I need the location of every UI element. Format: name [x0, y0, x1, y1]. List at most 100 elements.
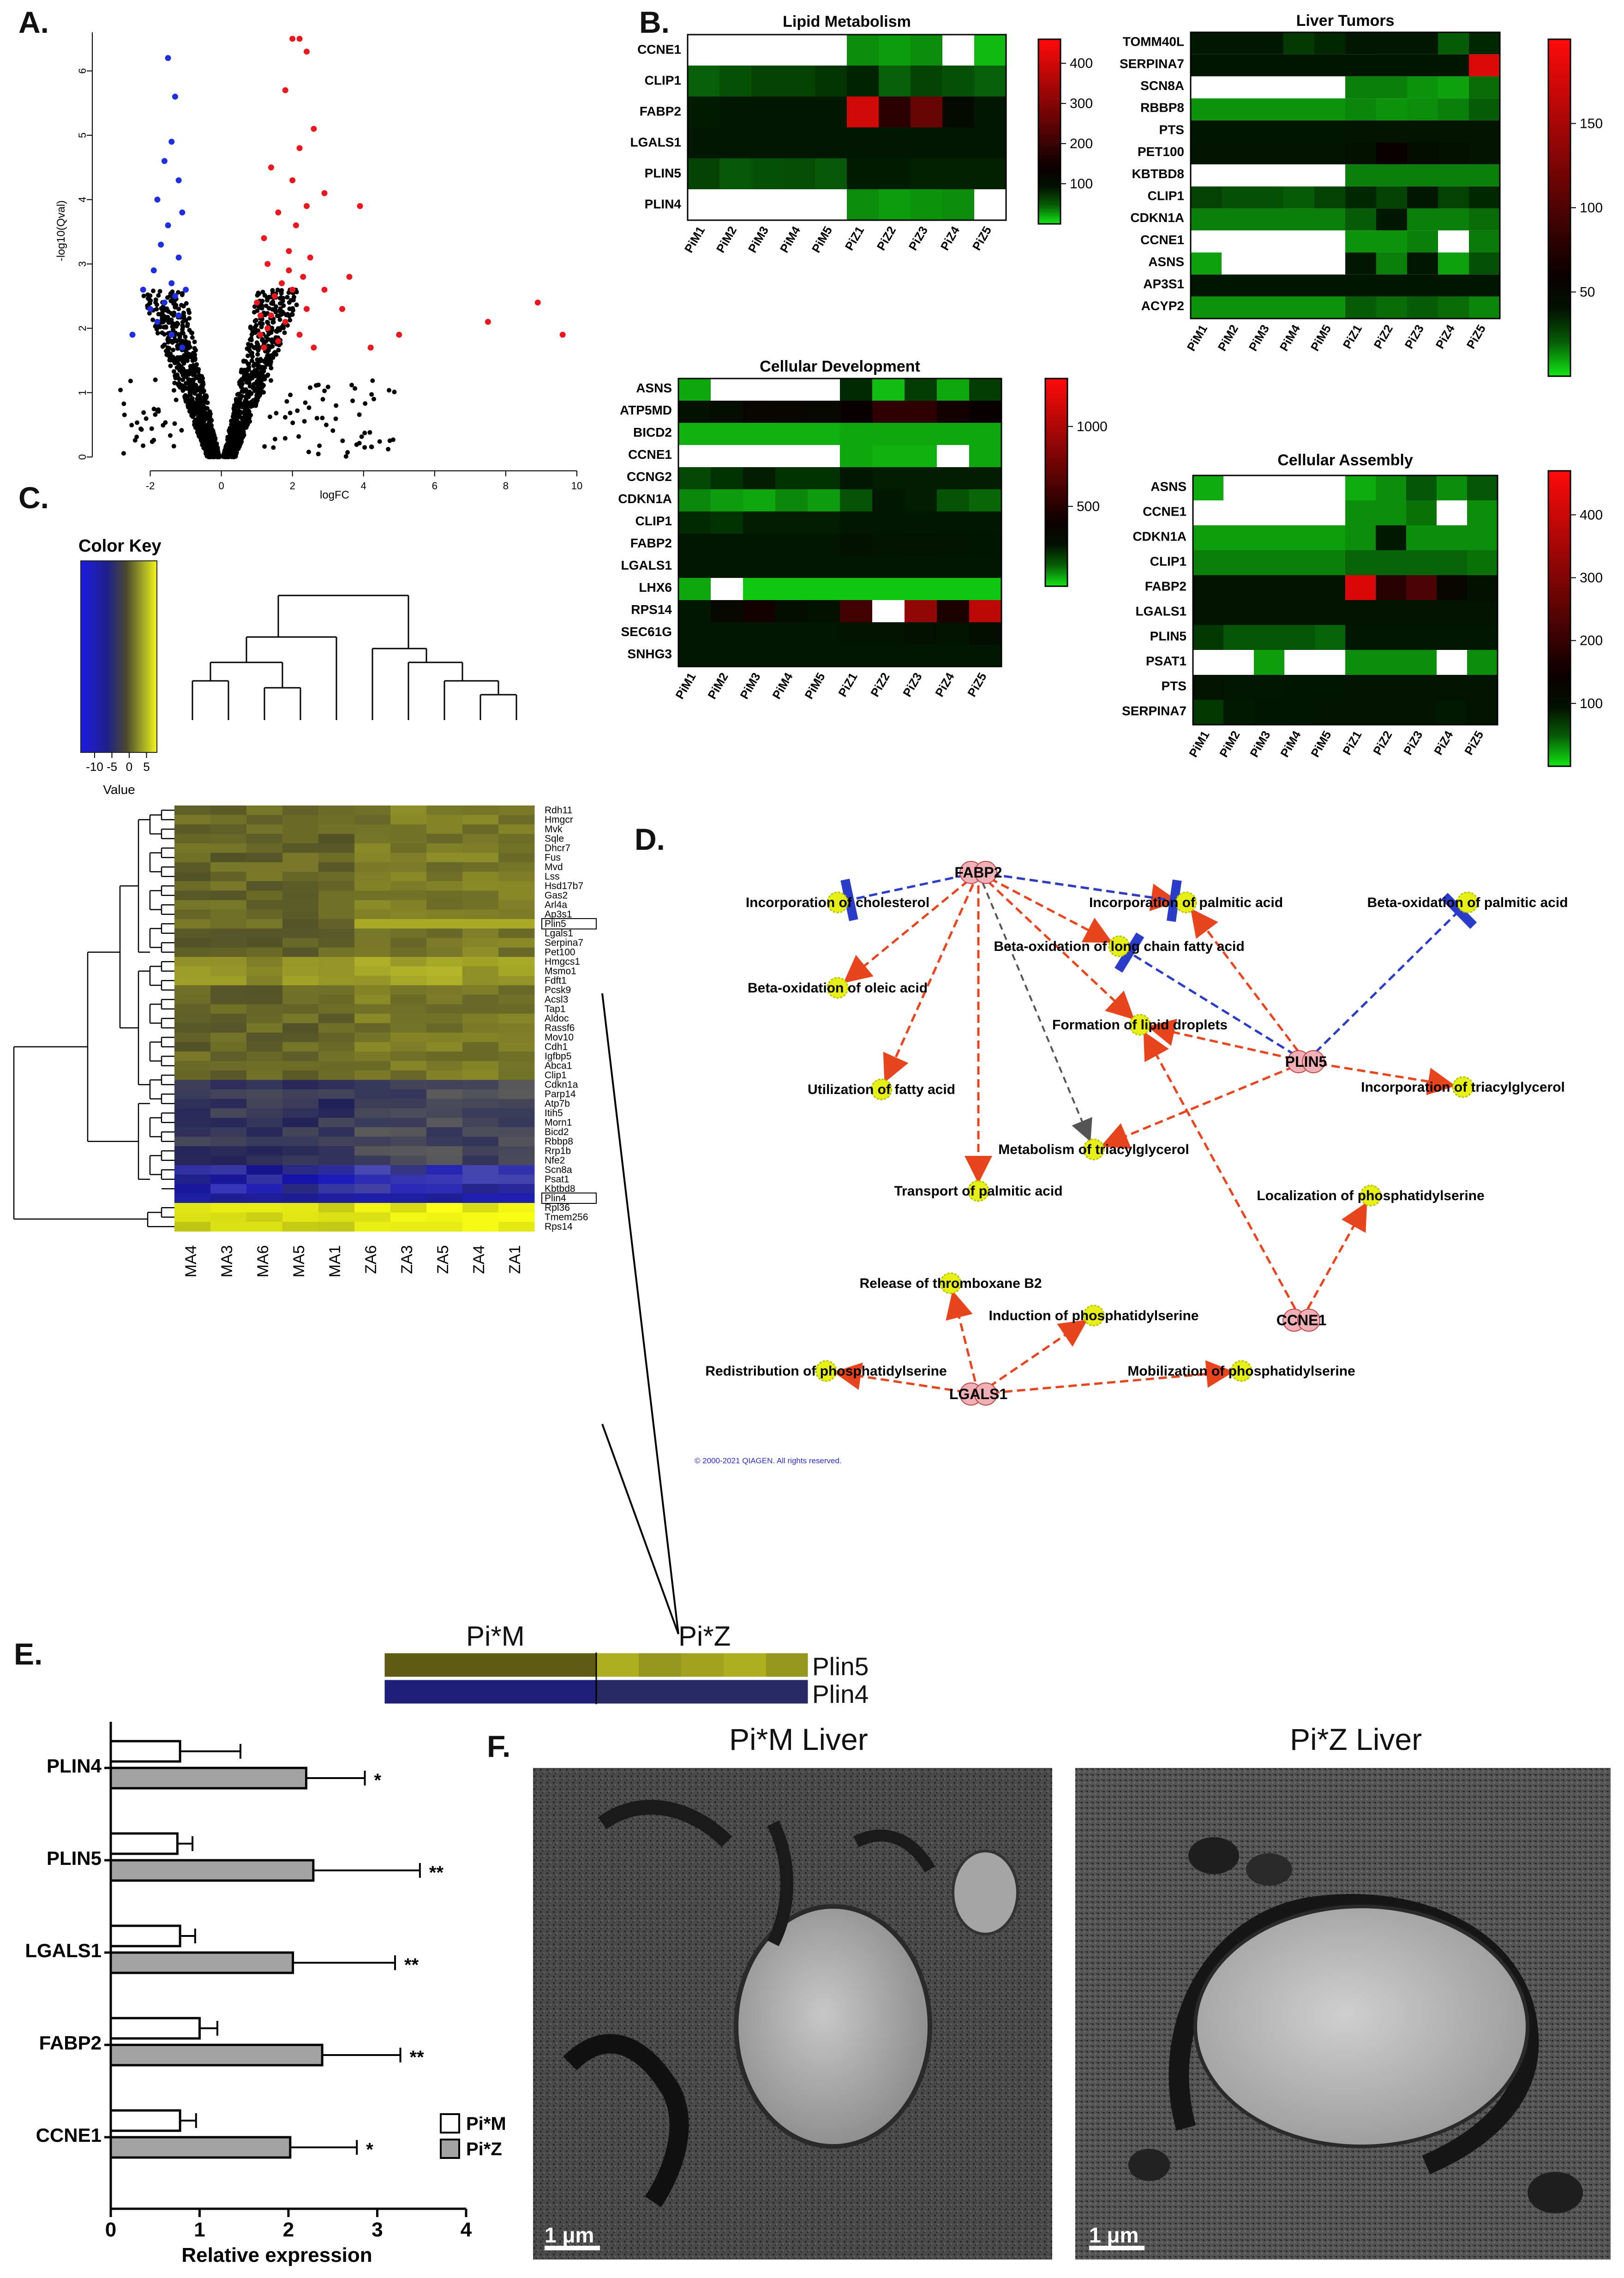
heatmap-cell: [1469, 252, 1500, 275]
heatmap-cell: [1315, 600, 1345, 625]
heatmap-row-label: PTS: [1159, 122, 1184, 137]
heatmap-cell: [872, 578, 905, 600]
cluster-cell: [462, 1052, 499, 1061]
heatmap-cell: [1469, 230, 1500, 252]
heatmap-row-label: TOMM40L: [1123, 35, 1184, 49]
volcano-ns-point: [353, 386, 358, 391]
cluster-cell: [390, 919, 427, 929]
heatmap-cell: [1252, 76, 1283, 99]
cluster-cell: [318, 947, 355, 957]
cluster-cell: [354, 1165, 391, 1175]
network-edge-activation: [883, 872, 980, 1083]
heatmap-cell: [1376, 650, 1406, 675]
cluster-cell: [282, 919, 319, 929]
heatmap-row-label: FABP2: [1145, 579, 1187, 593]
volcano-ns-point: [172, 421, 177, 426]
volcano-ns-point: [354, 442, 359, 447]
volcano-ns-point: [176, 307, 181, 312]
cluster-cell: [318, 1212, 355, 1222]
volcano-ns-point: [156, 293, 161, 298]
heatmap-cell: [1314, 98, 1345, 120]
heatmap-cell: [783, 127, 815, 158]
heatmap-cell: [719, 158, 751, 189]
heatmap-cell: [1437, 675, 1467, 700]
cluster-cell: [354, 947, 391, 957]
legend-label-piz: Pi*Z: [466, 2139, 502, 2159]
volcano-ns-point: [256, 372, 261, 377]
volcano-ns-point: [187, 377, 192, 382]
cluster-cell: [318, 1127, 355, 1137]
heatmap-row-label: CCNE1: [1143, 504, 1187, 518]
heatmap-cell: [688, 66, 719, 96]
cluster-cell: [390, 1184, 427, 1194]
heatmap-cell: [1376, 274, 1407, 297]
network-edge-activation: [1100, 1060, 1306, 1149]
cluster-row-label: Abca1: [545, 1060, 572, 1071]
heatmap-cell: [974, 66, 1006, 96]
cluster-cell: [498, 1052, 535, 1061]
cluster-row-label: Scn8a: [545, 1165, 572, 1175]
volcano-ns-point: [333, 416, 338, 421]
cluster-cell: [462, 843, 499, 853]
cluster-cell: [354, 843, 391, 853]
volcano-ns-point: [171, 348, 176, 353]
volcano-ns-point: [257, 305, 262, 310]
volcano-ns-point: [264, 339, 269, 344]
heatmap-title: Lipid Metabolism: [783, 13, 911, 30]
heatmap-cell: [743, 622, 775, 644]
cluster-cell: [210, 919, 247, 929]
inset-row-plin5: Plin5: [812, 1652, 869, 1681]
cluster-cell: [282, 1023, 319, 1033]
heatmap-cell: [1315, 500, 1345, 525]
volcano-ns-point: [272, 437, 277, 442]
network-function-inc_palm: Incorporation of palmitic acid: [1089, 891, 1283, 914]
heatmap-cell: [840, 600, 872, 622]
heatmap-cell: [974, 35, 1006, 66]
cluster-cell: [462, 1222, 499, 1232]
bar-pim: [109, 1740, 181, 1763]
heatmap-cell: [808, 489, 840, 511]
cluster-cell: [318, 1014, 355, 1023]
cluster-column-label: MA6: [254, 1245, 272, 1278]
cluster-cell: [354, 1070, 391, 1080]
inset-cell: [384, 1653, 426, 1677]
volcano-ns-point: [154, 307, 159, 312]
bar-x-label: Relative expression: [181, 2244, 372, 2266]
heatmap-cell: [1345, 186, 1376, 209]
cluster-cell: [282, 1004, 319, 1014]
cluster-cell: [426, 966, 463, 976]
cluster-cell: [498, 1193, 535, 1203]
heatmap-cell: [1191, 76, 1222, 99]
cluster-cell: [390, 1014, 427, 1023]
cluster-cell: [426, 815, 463, 825]
heatmap-cell: [783, 189, 815, 220]
cluster-cell: [498, 1089, 535, 1099]
volcano-ns-point: [248, 325, 253, 331]
volcano-down-point: [183, 287, 189, 293]
heatmap-cell: [1191, 32, 1222, 54]
heatmap-cell: [905, 489, 937, 511]
heatmap-row-label: CDKN1A: [1130, 210, 1184, 225]
cluster-cell: [246, 1014, 283, 1023]
heatmap-cellular-assembly: Cellular AssemblyASNSCCNE1CDKN1ACLIP1FAB…: [1122, 451, 1603, 767]
heatmap-cell: [1284, 600, 1315, 625]
cluster-row-label: Kbtbd8: [545, 1184, 575, 1194]
cluster-cell: [426, 1155, 463, 1166]
heatmap-cell: [1467, 525, 1498, 550]
volcano-ns-point: [221, 451, 226, 457]
cluster-cell: [390, 834, 427, 844]
volcano-ns-point: [195, 397, 200, 402]
heatmap-cell: [1191, 164, 1222, 186]
heatmap-cell: [1283, 252, 1314, 275]
inset-cell: [639, 1679, 681, 1704]
heatmap-cell: [1376, 98, 1407, 120]
volcano-up-point: [268, 312, 274, 319]
cluster-row-label: Bicd2: [545, 1127, 569, 1137]
heatmap-cell: [879, 189, 911, 220]
gene-node-label: CCNE1: [1276, 1312, 1326, 1328]
heatmap-cell: [711, 578, 743, 600]
heatmap-cell: [1467, 550, 1498, 575]
heatmap-cell: [1406, 575, 1437, 600]
heatmap-row-label: CCNE1: [628, 447, 672, 462]
